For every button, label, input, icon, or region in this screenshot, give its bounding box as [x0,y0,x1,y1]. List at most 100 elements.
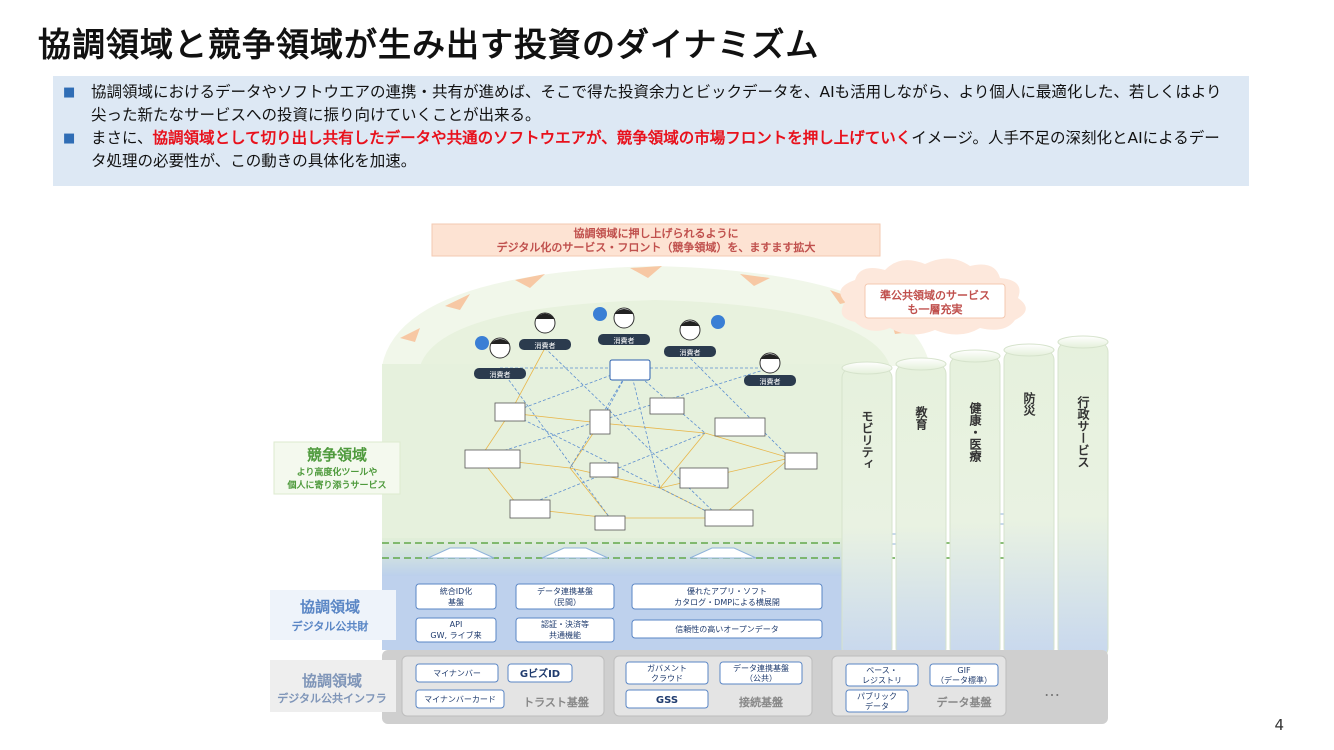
bullet-item: ■ 協調領域におけるデータやソフトウエアの連携・共有が進めば、そこで得た投資余力… [63,81,1235,127]
infra-item: データ [865,701,889,711]
bullet-item: ■ まさに、協調領域として切り出し共有したデータや共通のソフトウエアが、競争領域… [63,127,1235,173]
consumer-label: 消費者 [680,348,701,357]
competition-line2: 個人に寄り添うサービス [286,479,386,491]
consumer-node: 消費者 [519,312,571,350]
bullet-box: ■ 協調領域におけるデータやソフトウエアの連携・共有が進めば、そこで得た投資余力… [53,76,1249,186]
sector-columns: モビリティ 教育 健康・医療 防災 行政サービス [841,335,1109,659]
infra-item: ベース・ [866,666,898,675]
public-good-line2: GW, ライブ来 [430,630,481,640]
factory-icon [704,509,754,527]
column-label: モビリティ [860,410,874,470]
factory-icon [649,397,685,415]
factory-icon [589,409,611,435]
infra-item: マイナンバー [433,669,481,678]
coop-public-title: 協調領域 [300,598,360,616]
column-label: 教育 [914,405,928,431]
consumer-node: 消費者 [664,319,716,357]
factory-icon [679,467,729,489]
consumer-label: 消費者 [490,370,511,379]
infra-label: データ基盤 [937,695,993,709]
square-bullet-icon: ■ [63,131,76,146]
competition-area [382,364,844,538]
consumer-node: 消費者 [474,337,526,379]
monitor-icon [609,359,651,381]
bullet-text-post: イメージ。人手不足の深刻化とAIによるデータ処理の必要性が、この動きの具体化を加… [91,129,1220,170]
coop-public-subtitle: デジタル公共財 [292,619,369,633]
infra-label: トラスト基盤 [523,695,590,709]
factory-icons [464,397,818,531]
cart-icon [711,315,725,329]
consumer-label: 消費者 [535,341,556,350]
infra-item: クラウド [651,674,683,683]
consumer-label: 消費者 [614,336,635,345]
coop-infra-title: 協調領域 [302,672,362,690]
infra-item: GIF [957,666,971,675]
public-good-box [515,583,615,610]
public-goods-boxes: 統合ID化 基盤 データ連携基盤 （民間） 優れたアプリ・ソフト カタログ・DM… [415,583,823,643]
competition-title: 競争領域 [307,446,367,464]
top-banner-line2: デジタル化のサービス・フロント（競争領域）を、ますます拡大 [497,240,816,254]
infra-label: 接続基盤 [739,695,784,709]
top-banner: 協調領域に押し上げられるように デジタル化のサービス・フロント（競争領域）を、ま… [431,223,881,257]
infra-item: データ連携基盤 [733,663,789,673]
infra-item: レジストリ [862,676,902,685]
investment-dynamism-diagram: 協調領域に押し上げられるように デジタル化のサービス・フロント（競争領域）を、ま… [270,223,1109,724]
public-good-line1: 優れたアプリ・ソフト [687,586,767,596]
infra-item: GビズID [520,667,560,680]
public-good-box [631,583,823,610]
infra-label-box: 協調領域 デジタル公共インフラ [270,660,396,712]
public-good-line1: 信頼性の高いオープンデータ [675,624,779,634]
cloud-line1: 準公共領域のサービス [880,288,990,302]
page-title: 協調領域と競争領域が生み出す投資のダイナミズム [38,25,820,64]
competition-line1: より高度化ツールや [297,466,378,478]
top-banner-line1: 協調領域に押し上げられるように [574,226,739,240]
factory-icon [594,515,626,531]
column-label: 行政サービス [1076,395,1090,468]
public-good-line2: （民間） [549,598,581,607]
column-label: 健康・医療 [968,401,982,463]
public-good-box [631,619,823,639]
infra-item: マイナンバーカード [424,695,496,704]
cloud: 準公共領域のサービス も一層充実 [840,258,1026,335]
public-goods-label-box: 協調領域 デジタル公共財 [270,590,396,640]
public-good-box [415,617,497,643]
infra-item: （公共） [745,674,777,683]
connection-platform: ガバメント クラウド データ連携基盤 （公共） GSS 接続基盤 [613,655,813,717]
consumer-label: 消費者 [760,377,781,386]
competition-label-box: 競争領域 より高度化ツールや 個人に寄り添うサービス [273,441,401,495]
bullet-text: まさに、協調領域として切り出し共有したデータや共通のソフトウエアが、競争領域の市… [91,127,1235,173]
public-good-line1: 統合ID化 [440,586,473,596]
column-label: 防災 [1022,391,1036,417]
coop-infra-subtitle: デジタル公共インフラ [277,691,386,705]
public-good-line1: データ連携基盤 [537,586,593,596]
public-good-box [515,617,615,643]
consumers: 消費者 消費者 消費者 消費者 消費者 [474,307,796,386]
bullet-text-pre: まさに、 [91,129,153,147]
public-good-line1: 認証・決済等 [541,619,589,629]
bullet-highlight: 協調領域として切り出し共有したデータや共通のソフトウエアが、競争領域の市場フロン… [152,129,912,147]
thumbs-up-icon [475,336,489,350]
factory-icon [494,402,526,422]
thumbs-up-icon [593,307,607,321]
public-good-line2: 基盤 [448,597,464,607]
infra-item: パブリック [857,691,897,701]
ellipsis: … [1044,681,1060,700]
factory-icon [714,417,766,437]
consumer-node: 消費者 [744,352,796,386]
factory-icon [589,462,619,478]
factory-icon [509,499,551,519]
public-good-line1: API [450,620,463,629]
page-number: 4 [1274,716,1284,734]
data-platform: ベース・ レジストリ GIF （データ標準） パブリック データ データ基盤 [831,655,1007,717]
bullet-text: 協調領域におけるデータやソフトウエアの連携・共有が進めば、そこで得た投資余力とビ… [91,83,1222,124]
public-good-line2: カタログ・DMPによる横展開 [674,597,780,607]
infra-item: GSS [656,695,678,706]
infra-item: （データ標準） [936,675,992,685]
cloud-line2: も一層充実 [908,302,963,316]
factory-icon [464,449,521,469]
trust-platform: マイナンバー GビズID マイナンバーカード トラスト基盤 [401,655,605,717]
public-good-line2: 共通機能 [549,630,581,640]
factory-icon [784,452,818,470]
consumer-node: 消費者 [598,307,650,345]
public-good-box [415,583,497,610]
